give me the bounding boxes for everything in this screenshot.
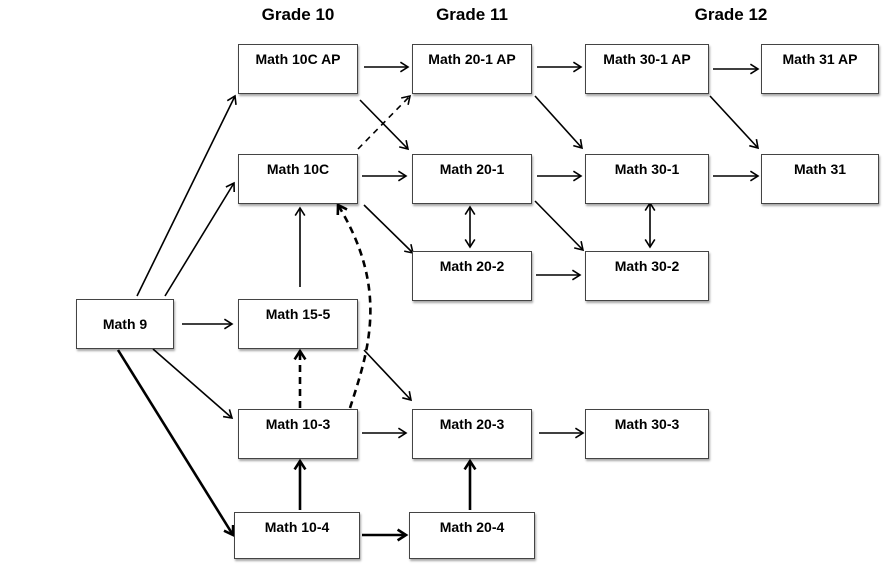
connector-math103-to-math10c: [336, 202, 372, 409]
connector-line: [357, 95, 411, 150]
connector-line: [152, 348, 233, 419]
grade-10-header: Grade 10: [261, 5, 335, 24]
connector-math9-to-math104: [116, 349, 235, 538]
course-box-math-31-ap: Math 31 AP: [761, 44, 879, 94]
connector-math9-to-math10cap: [136, 94, 237, 297]
connector-math301ap-to-math31ap: [713, 63, 760, 75]
connector-math9-to-math10c: [164, 181, 235, 297]
connector-math9-to-math103: [152, 348, 234, 419]
arrowhead: [223, 524, 235, 538]
connector-math10c-to-math202: [363, 204, 415, 255]
arrowhead: [574, 241, 585, 252]
connector-line: [363, 349, 412, 401]
connector-math201ap-to-math301: [534, 95, 583, 150]
connector-line: [709, 95, 759, 149]
connector-line: [534, 200, 584, 251]
connector-math301-to-math302: [644, 201, 656, 249]
arrowhead: [572, 61, 583, 73]
course-box-math-20-1-ap: Math 20-1 AP: [412, 44, 532, 94]
connector-line: [164, 182, 235, 297]
course-box-math-30-2: Math 30-2: [585, 251, 709, 301]
connector-math203-to-math303: [539, 427, 585, 439]
arrowhead: [399, 140, 410, 151]
arrowhead: [571, 269, 582, 281]
grade-11-header: Grade 11: [436, 5, 508, 24]
arrowhead: [644, 238, 656, 249]
course-box-math-10-3: Math 10-3: [238, 409, 358, 459]
connector-math103-to-math203: [362, 427, 408, 439]
arrowhead: [574, 427, 585, 439]
connector-math201-to-math301: [537, 170, 583, 182]
arrowhead: [572, 170, 583, 182]
connector-math201-to-math202: [464, 205, 476, 249]
connector-math155-to-math10c: [294, 206, 306, 287]
connector-line: [534, 95, 583, 149]
connector-line: [136, 95, 236, 297]
course-box-math-20-1: Math 20-1: [412, 154, 532, 204]
connector-math10c-to-math201: [362, 170, 408, 182]
connector-line: [116, 349, 235, 536]
arrowhead: [749, 63, 760, 75]
course-box-math-31: Math 31: [761, 154, 879, 204]
arrowhead: [464, 205, 476, 216]
course-box-math-15-5: Math 15-5: [238, 299, 358, 349]
course-box-math-20-3: Math 20-3: [412, 409, 532, 459]
course-box-math-30-1-ap: Math 30-1 AP: [585, 44, 709, 94]
connector-math301ap-to-math31: [709, 95, 760, 150]
arrowhead: [396, 528, 409, 542]
connector-math202-to-math302: [536, 269, 582, 281]
course-box-math-30-3: Math 30-3: [585, 409, 709, 459]
arrowhead: [749, 170, 760, 182]
arrowhead: [293, 348, 307, 361]
course-box-math-10-4: Math 10-4: [234, 512, 360, 559]
arrowhead: [463, 458, 477, 471]
arrowhead: [226, 94, 237, 105]
connector-math10cap-to-math201ap: [364, 61, 410, 73]
connector-math301-to-math31: [713, 170, 760, 182]
connector-line: [359, 99, 409, 150]
arrowhead: [464, 238, 476, 249]
arrowhead: [222, 409, 234, 419]
arrowhead: [294, 206, 306, 217]
grade-12-header: Grade 12: [694, 5, 768, 24]
arrowhead: [397, 170, 408, 182]
connector-math155-to-math203: [363, 349, 413, 402]
course-box-math-10c: Math 10C: [238, 154, 358, 204]
connector-math201-to-math302: [534, 200, 585, 252]
connector-math10cap-to-math201: [359, 99, 410, 151]
arrowhead: [573, 138, 583, 150]
connector-math10c-to-math201ap: [357, 94, 412, 150]
arrowhead: [223, 318, 234, 330]
connector-math204-to-math203: [463, 458, 477, 510]
connector-line: [363, 204, 414, 254]
arrowhead: [401, 94, 412, 105]
arrowhead: [399, 61, 410, 73]
course-box-math-9: Math 9: [76, 299, 174, 349]
arrowhead: [336, 202, 348, 216]
arrowhead: [402, 391, 413, 402]
course-box-math-20-4: Math 20-4: [409, 512, 535, 559]
connector-math201ap-to-math301ap: [537, 61, 583, 73]
course-box-math-10c-ap: Math 10C AP: [238, 44, 358, 94]
course-box-math-30-1: Math 30-1: [585, 154, 709, 204]
arrowhead: [749, 138, 760, 150]
arrowhead: [225, 181, 235, 193]
connector-math104-to-math103: [293, 458, 307, 510]
arrowhead: [293, 458, 307, 471]
course-box-math-20-2: Math 20-2: [412, 251, 532, 301]
connector-math104-to-math204: [362, 528, 409, 542]
connector-math103-to-math155: [293, 348, 307, 408]
connector-math9-to-math155: [182, 318, 234, 330]
arrowhead: [397, 427, 408, 439]
